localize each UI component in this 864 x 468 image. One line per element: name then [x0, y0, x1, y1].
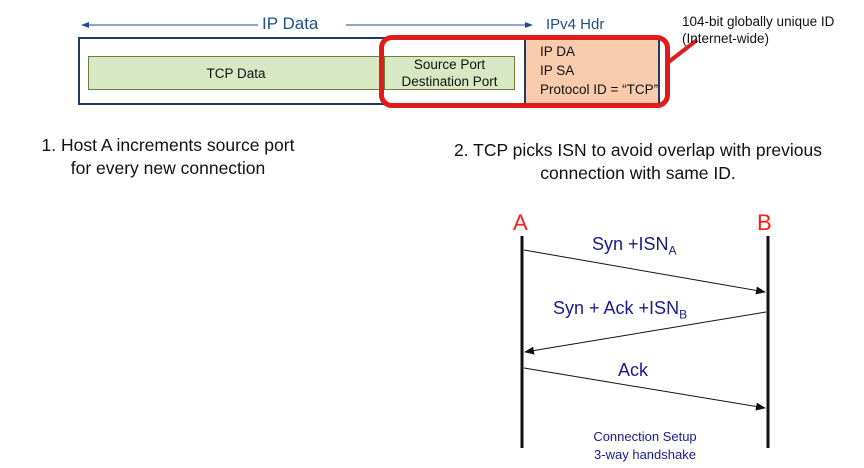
syn-message-sub: A	[668, 243, 677, 258]
syn-ack-message-text: Syn + Ack +ISN	[553, 298, 680, 318]
ip-sa-label: IP SA	[540, 63, 575, 78]
step-1-text: 1. Host A increments source port for eve…	[18, 134, 318, 180]
syn-message-label: Syn +ISNA	[592, 234, 677, 258]
step-2-line1: 2. TCP picks ISN to avoid overlap with p…	[454, 140, 822, 160]
step-2-text: 2. TCP picks ISN to avoid overlap with p…	[418, 139, 858, 185]
note-connector	[664, 38, 699, 66]
step-1-line2: for every new connection	[70, 158, 266, 178]
tcp-data-field: TCP Data	[88, 56, 384, 90]
step-1-line1: 1. Host A increments source port	[41, 135, 295, 155]
handshake-caption: Connection Setup 3-way handshake	[565, 428, 725, 464]
ack-message-label: Ack	[618, 360, 649, 380]
caption-line1: Connection Setup	[593, 429, 697, 444]
id-note: 104-bit globally unique ID (Internet-wid…	[682, 13, 862, 47]
id-note-line2: (Internet-wide)	[682, 31, 770, 46]
syn-message-text: Syn +ISN	[592, 234, 669, 254]
source-port-label: Source Port	[413, 57, 486, 72]
step-2-line2: connection with same ID.	[540, 163, 736, 183]
ipv4-hdr-label: IPv4 Hdr	[546, 16, 605, 33]
id-note-line1: 104-bit globally unique ID	[682, 14, 835, 29]
destination-port-label: Destination Port	[401, 74, 498, 89]
syn-ack-message-label: Syn + Ack +ISNB	[553, 298, 687, 322]
caption-line2: 3-way handshake	[594, 447, 696, 462]
unique-id-highlight	[379, 35, 670, 108]
ip-da-label: IP DA	[540, 44, 576, 59]
ip-data-label: IP Data	[262, 14, 319, 33]
ipv4-fields: IP DA IP SA Protocol ID = “TCP”	[540, 42, 658, 99]
tcp-data-label: TCP Data	[206, 65, 266, 81]
ack-arrow	[523, 367, 766, 411]
protocol-id-label: Protocol ID = “TCP”	[540, 82, 659, 97]
host-a-label: A	[513, 210, 528, 235]
port-field: Source Port Destination Port	[384, 56, 515, 90]
syn-arrow	[523, 249, 766, 295]
syn-ack-message-sub: B	[679, 307, 688, 322]
ipv4-header-box	[526, 37, 660, 105]
syn-ack-arrow	[524, 311, 767, 355]
host-b-label: B	[757, 210, 772, 235]
